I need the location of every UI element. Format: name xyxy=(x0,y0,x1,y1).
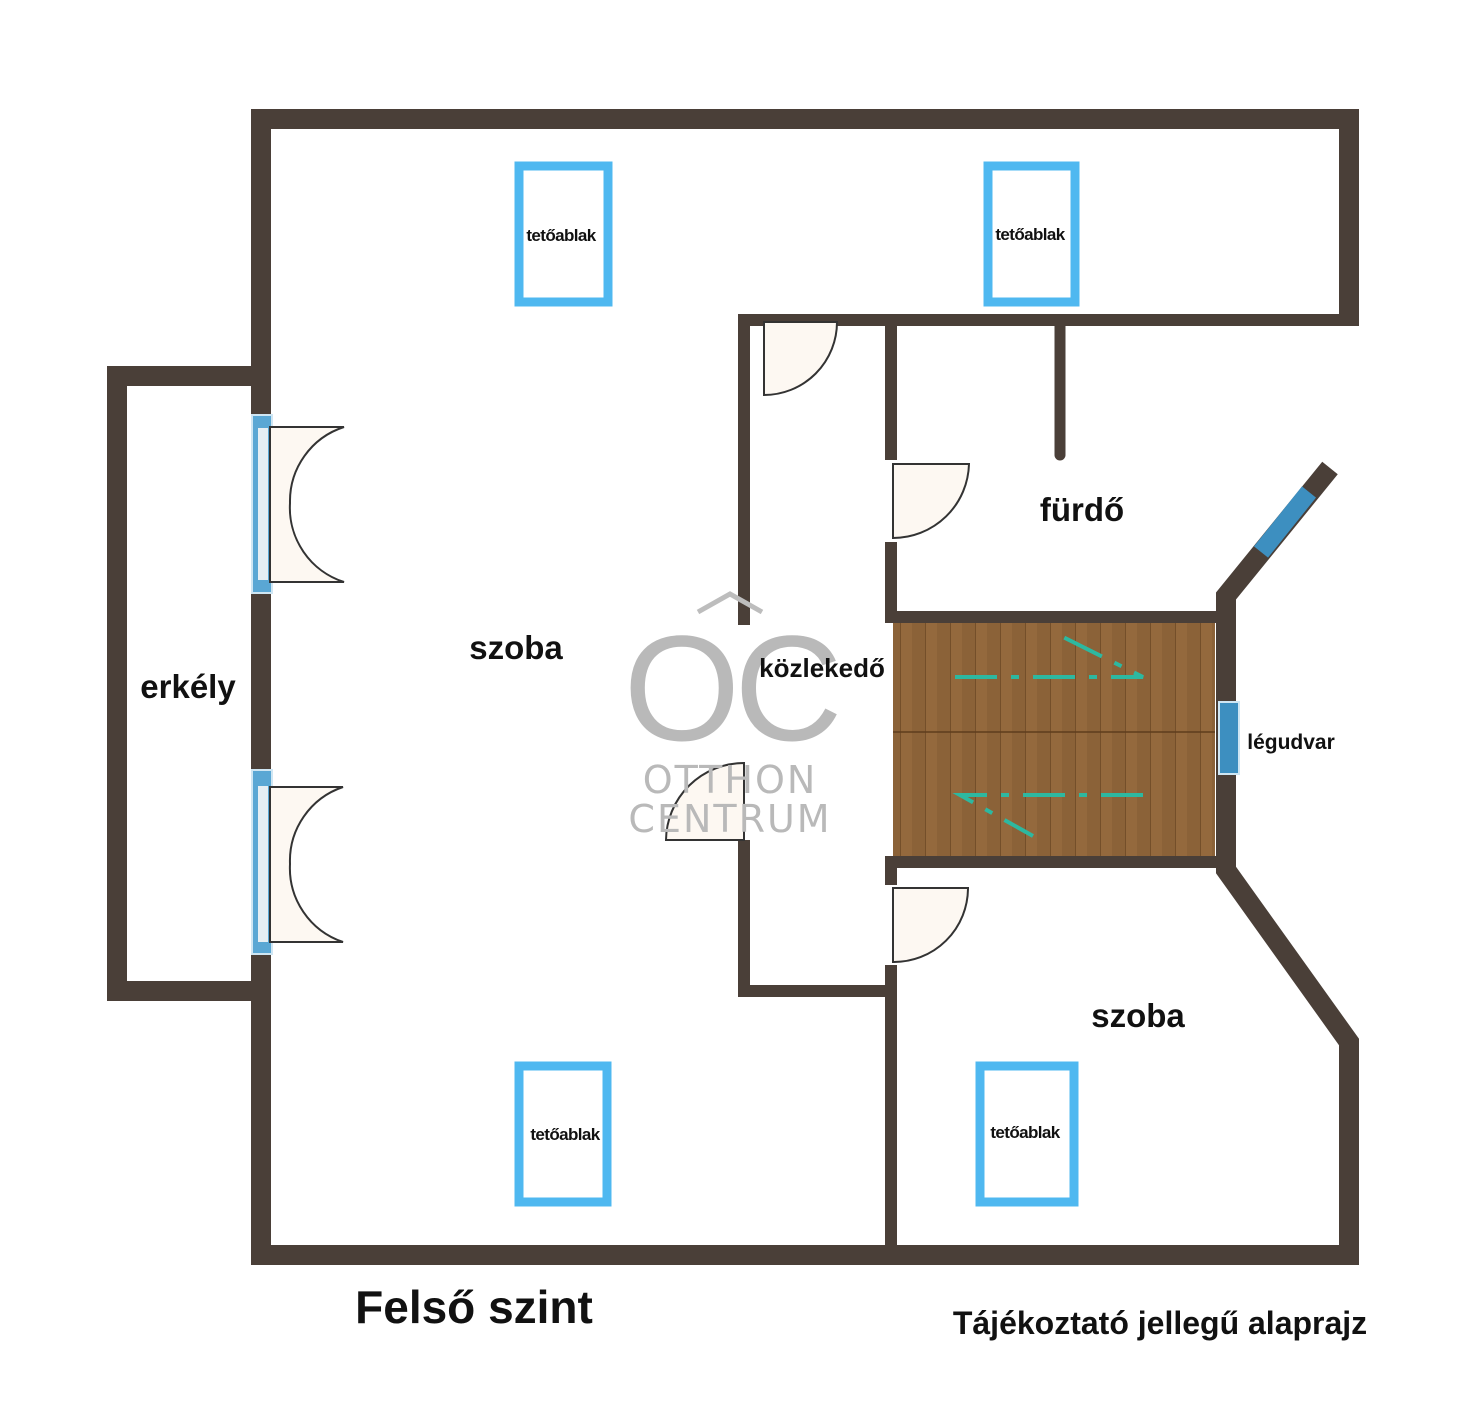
watermark-line1: OTTHON xyxy=(643,758,818,802)
skylights xyxy=(514,161,1080,1207)
door-room-main xyxy=(664,761,745,841)
label-skylight-4: tetőablak xyxy=(990,1123,1060,1142)
watermark-logo: OC OTTHON CENTRUM xyxy=(624,591,843,841)
window-bathroom xyxy=(1253,486,1317,558)
door-room-small xyxy=(892,887,970,964)
door-corridor-top xyxy=(763,321,839,397)
watermark-line2: CENTRUM xyxy=(628,797,831,841)
skylight-1 xyxy=(514,161,613,307)
skylight-3 xyxy=(514,1061,612,1207)
label-room-main: szoba xyxy=(469,629,563,666)
inner-walls xyxy=(738,314,1352,1258)
label-room-small: szoba xyxy=(1091,997,1185,1034)
balcony-door-upper xyxy=(251,414,345,594)
label-lightwell: légudvar xyxy=(1247,731,1335,754)
label-skylight-2: tetőablak xyxy=(995,225,1065,244)
plan-note: Tájékoztató jellegű alaprajz xyxy=(953,1305,1367,1341)
label-skylight-3: tetőablak xyxy=(530,1125,600,1144)
label-bathroom: fürdő xyxy=(1040,491,1124,528)
stair-direction-arrow xyxy=(952,635,1144,838)
skylight-2 xyxy=(983,161,1080,307)
balcony-door-lower xyxy=(251,769,344,955)
door-bathroom xyxy=(892,463,971,540)
plan-title: Felső szint xyxy=(355,1281,593,1333)
label-corridor: közlekedő xyxy=(759,653,885,683)
skylight-4 xyxy=(975,1061,1079,1207)
label-skylight-1: tetőablak xyxy=(526,226,596,245)
window-lightwell xyxy=(1218,701,1240,775)
staircase xyxy=(893,622,1215,858)
watermark-monogram: OC xyxy=(624,604,838,772)
label-balcony: erkély xyxy=(140,668,236,705)
walls xyxy=(107,109,1359,1265)
